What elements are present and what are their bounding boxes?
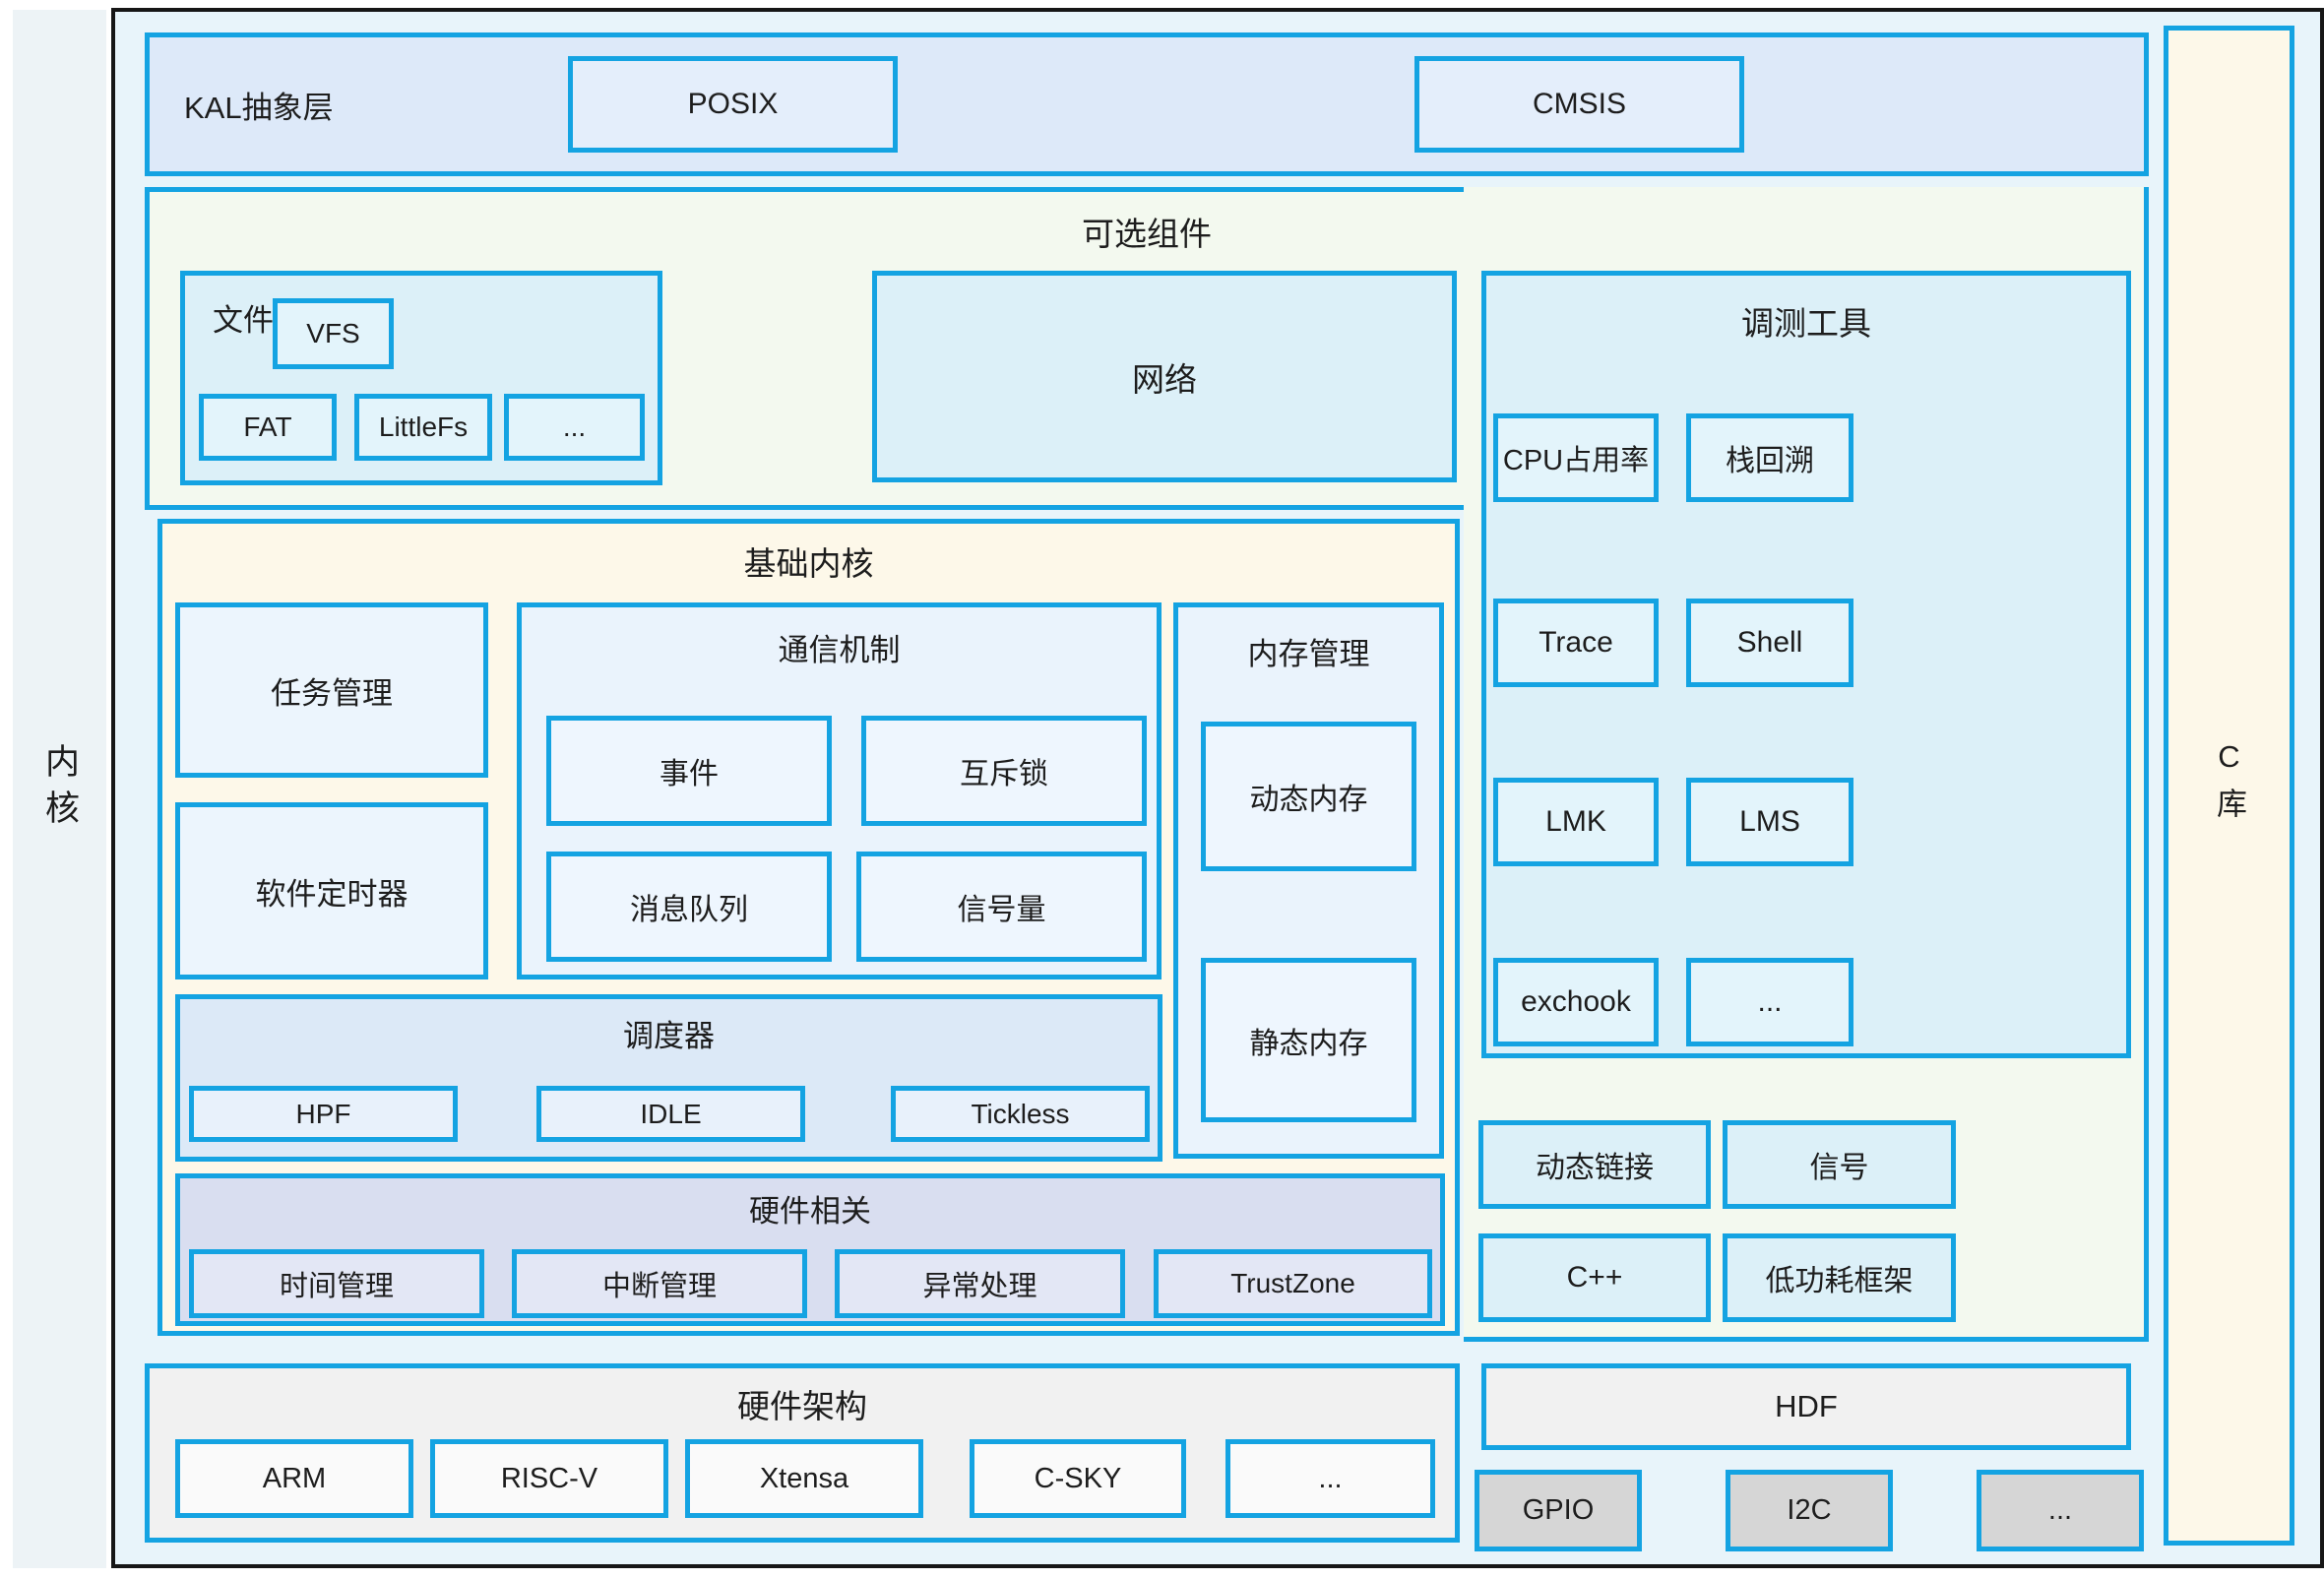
debug-more-box: ... bbox=[1686, 958, 1853, 1046]
hardware-related-panel: 硬件相关 时间管理 中断管理 异常处理 TrustZone bbox=[175, 1173, 1445, 1326]
stack-trace-box: 栈回溯 bbox=[1686, 413, 1853, 502]
scheduler-title: 调度器 bbox=[623, 1019, 715, 1053]
trace-box: Trace bbox=[1493, 599, 1659, 687]
signal-box: 信号 bbox=[1723, 1120, 1956, 1209]
exception-box: 异常处理 bbox=[835, 1249, 1125, 1318]
ipc-title: 通信机制 bbox=[778, 633, 901, 667]
hardware-arch-title: 硬件架构 bbox=[737, 1388, 867, 1424]
filesystem-panel: 文件系统 VFS FAT LittleFs ... bbox=[180, 271, 662, 485]
trustzone-box: TrustZone bbox=[1154, 1249, 1432, 1318]
mutex-box: 互斥锁 bbox=[861, 716, 1147, 826]
i2c-box: I2C bbox=[1726, 1470, 1893, 1551]
filesystem-more-box: ... bbox=[504, 394, 645, 461]
c-library-column: C库 bbox=[2164, 26, 2294, 1546]
interrupt-mgmt-box: 中断管理 bbox=[512, 1249, 807, 1318]
event-box: 事件 bbox=[546, 716, 832, 826]
gpio-box: GPIO bbox=[1475, 1470, 1642, 1551]
riscv-box: RISC-V bbox=[430, 1439, 668, 1518]
kernel-rail-label: 内核 bbox=[40, 742, 79, 836]
cmsis-box: CMSIS bbox=[1414, 56, 1744, 153]
memory-panel: 内存管理 动态内存 静态内存 bbox=[1173, 602, 1444, 1159]
tickless-box: Tickless bbox=[891, 1086, 1150, 1142]
hardware-related-title: 硬件相关 bbox=[749, 1194, 871, 1229]
semaphore-box: 信号量 bbox=[856, 852, 1147, 962]
csky-box: C-SKY bbox=[970, 1439, 1186, 1518]
cpu-usage-box: CPU占用率 bbox=[1493, 413, 1659, 502]
posix-box: POSIX bbox=[568, 56, 898, 153]
kal-bar: KAL抽象层 POSIX CMSIS bbox=[145, 32, 2149, 176]
littlefs-box: LittleFs bbox=[354, 394, 492, 461]
optional-components-title: 可选组件 bbox=[1082, 216, 1212, 252]
hdf-panel: HDF bbox=[1481, 1363, 2131, 1450]
lms-box: LMS bbox=[1686, 778, 1853, 866]
kernel-base-section: 基础内核 任务管理 软件定时器 通信机制 事件 互斥锁 消息队列 信号量 内存管… bbox=[157, 519, 1460, 1336]
xtensa-box: Xtensa bbox=[685, 1439, 923, 1518]
exchook-box: exchook bbox=[1493, 958, 1659, 1046]
dynamic-link-box: 动态链接 bbox=[1478, 1120, 1711, 1209]
network-panel: 网络 bbox=[872, 271, 1457, 482]
lmk-box: LMK bbox=[1493, 778, 1659, 866]
arch-more-box: ... bbox=[1225, 1439, 1435, 1518]
scheduler-panel: 调度器 HPF IDLE Tickless bbox=[175, 994, 1162, 1162]
hpf-box: HPF bbox=[189, 1086, 458, 1142]
time-mgmt-box: 时间管理 bbox=[189, 1249, 484, 1318]
fat-box: FAT bbox=[199, 394, 337, 461]
c-library-label: C库 bbox=[2212, 739, 2246, 832]
task-mgmt-box: 任务管理 bbox=[175, 602, 488, 778]
static-memory-box: 静态内存 bbox=[1201, 958, 1416, 1122]
ipc-panel: 通信机制 事件 互斥锁 消息队列 信号量 bbox=[517, 602, 1162, 979]
kernel-base-title: 基础内核 bbox=[743, 545, 874, 582]
hardware-arch-section: 硬件架构 ARM RISC-V Xtensa C-SKY ... bbox=[145, 1363, 1460, 1543]
kernel-rail: 内核 bbox=[13, 10, 106, 1568]
dynamic-memory-box: 动态内存 bbox=[1201, 722, 1416, 871]
kal-title: KAL抽象层 bbox=[184, 90, 334, 125]
memory-title: 内存管理 bbox=[1247, 637, 1370, 671]
hdf-more-box: ... bbox=[1977, 1470, 2144, 1551]
debug-tools-title: 调测工具 bbox=[1741, 305, 1871, 342]
debug-tools-panel: 调测工具 CPU占用率 栈回溯 Trace Shell LMK LMS exch… bbox=[1481, 271, 2131, 1058]
vfs-box: VFS bbox=[273, 298, 394, 369]
arm-box: ARM bbox=[175, 1439, 413, 1518]
cpp-box: C++ bbox=[1478, 1233, 1711, 1322]
msg-queue-box: 消息队列 bbox=[546, 852, 832, 962]
low-power-box: 低功耗框架 bbox=[1723, 1233, 1956, 1322]
shell-box: Shell bbox=[1686, 599, 1853, 687]
idle-box: IDLE bbox=[536, 1086, 805, 1142]
sw-timer-box: 软件定时器 bbox=[175, 802, 488, 979]
